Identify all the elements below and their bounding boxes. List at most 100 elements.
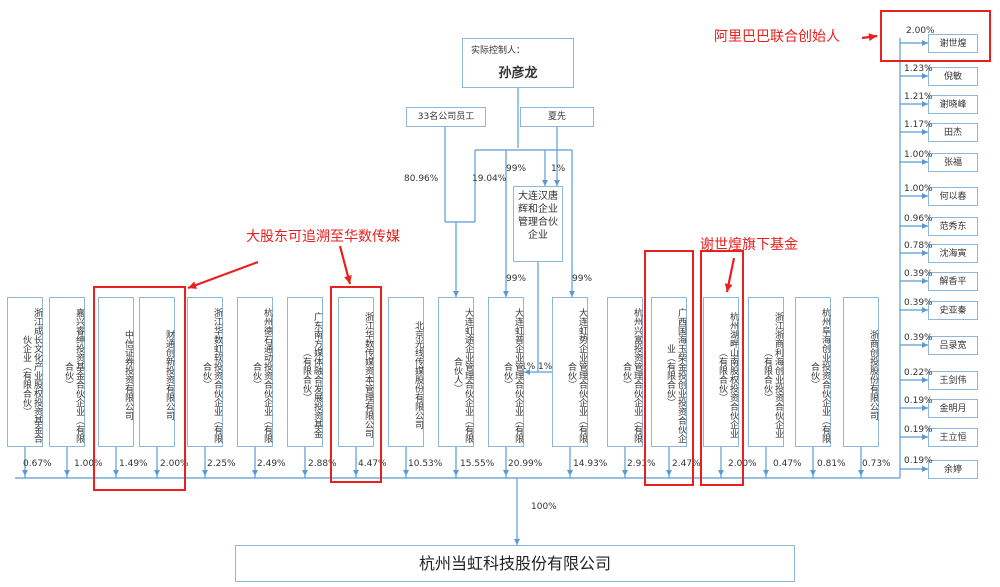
pct-person-13: 0.19% [904, 425, 933, 435]
entity-arrow-13 [666, 470, 672, 476]
person-arrow-7 [922, 250, 928, 256]
person-12: 金明月 [928, 399, 978, 418]
person-arrow-2 [922, 101, 928, 107]
red-pointer-xie-head [724, 283, 733, 292]
red-pointer-major-right-head [344, 275, 352, 284]
person-11: 王剑伟 [928, 371, 978, 390]
pct-gp-to-hongjun: 99% [572, 274, 593, 284]
hongpu-arrow [503, 291, 509, 297]
person-arrow-5 [922, 193, 928, 199]
pct-entity-4: 2.25% [207, 459, 236, 469]
person-arrow-4 [922, 159, 928, 165]
entity-arrow-10 [503, 470, 509, 476]
pct-person-12: 0.19% [904, 396, 933, 406]
person-0: 谢世煌 [928, 34, 978, 53]
entity-5: 杭州德石通动投资合伙企业（有限合伙） [237, 297, 273, 447]
pct-person-1: 1.23% [904, 64, 933, 74]
pct-entity-1: 1.00% [74, 459, 103, 469]
employees-box: 33名公司员工 [406, 107, 486, 127]
person-9: 史亚秦 [928, 301, 978, 320]
entity-arrow-8 [403, 470, 409, 476]
pct-ctrl-to-gp: 99% [506, 164, 527, 174]
pct-person-9: 0.39% [904, 298, 933, 308]
person-arrow-12 [922, 405, 928, 411]
pct-right-1: 1% [538, 362, 553, 372]
entity-arrow-15 [763, 470, 769, 476]
highlight-huashu [330, 286, 382, 483]
entity-7: 浙江华数传媒资本管理有限公司 [338, 297, 374, 447]
pct-person-11: 0.22% [904, 368, 933, 378]
entity-arrow-9 [453, 470, 459, 476]
pct-entity-6: 2.88% [308, 459, 337, 469]
person-14: 余婷 [928, 460, 978, 479]
annotation-xie-funds: 谢世煌旗下基金 [700, 237, 798, 253]
person-arrow-14 [922, 466, 928, 472]
entity-arrow-5 [252, 470, 258, 476]
entity-14: 杭州湖畔山南股权投资合伙企业（有限合伙） [703, 297, 739, 447]
pct-entity-7: 4.47% [358, 459, 387, 469]
gp-arrow-2 [554, 180, 560, 186]
entity-10: 大连虹普企业管理合伙企业（有限合伙） [488, 297, 524, 447]
pct-entity-0: 0.67% [23, 459, 52, 469]
person-3: 田杰 [928, 123, 978, 142]
pct-entity-17: 0.73% [862, 459, 891, 469]
pct-entity-13: 2.47% [672, 459, 701, 469]
annotation-major: 大股东可追溯至华数传媒 [246, 229, 400, 245]
person-arrow-8 [922, 278, 928, 284]
person-arrow-11 [922, 377, 928, 383]
pct-gp-to-hongpu: 99% [506, 274, 527, 284]
highlight-hupan [700, 250, 744, 486]
red-pointer-major-left [187, 260, 259, 290]
pct-xia-to-gp: 1% [551, 164, 566, 174]
person-arrow-9 [922, 307, 928, 313]
entity-arrow-16 [810, 470, 816, 476]
entity-arrow-14 [718, 470, 724, 476]
person-4: 张福 [928, 153, 978, 172]
pct-person-2: 1.21% [904, 92, 933, 102]
xiaxian-box: 夏先 [520, 107, 594, 127]
entity-arrow-3 [154, 470, 160, 476]
highlight-major-group [93, 286, 186, 491]
person-13: 王立恒 [928, 428, 978, 447]
pct-entity-9: 15.55% [460, 459, 495, 469]
pct-ctrl-to-dalian: 19.04% [472, 174, 507, 184]
red-pointer-major-left-head [188, 281, 197, 289]
entity-arrow-12 [622, 470, 628, 476]
entity-2: 中信证券投资有限公司 [98, 297, 134, 447]
person-10: 吕录宽 [928, 336, 978, 355]
person-arrow-10 [922, 342, 928, 348]
pct-entity-3: 2.00% [160, 459, 189, 469]
pct-person-5: 1.00% [904, 184, 933, 194]
entity-11: 大连虹势企业管理合伙企业（有限合伙） [552, 297, 588, 447]
person-1: 倪敏 [928, 67, 978, 86]
person-arrow-1 [922, 73, 928, 79]
entity-arrow-17 [858, 470, 864, 476]
pct-left-1: 1% [521, 362, 536, 372]
entity-arrow-7 [353, 470, 359, 476]
pct-person-8: 0.39% [904, 269, 933, 279]
pct-total: 100% [531, 502, 557, 512]
entity-arrow-2 [113, 470, 119, 476]
pct-entity-12: 2.91% [627, 459, 656, 469]
entity-9: 大连虹途企业管理合伙企业（有限合伙人） [438, 297, 474, 447]
entity-arrow-1 [64, 470, 70, 476]
person-arrow-3 [922, 129, 928, 135]
pct-entity-8: 10.53% [408, 459, 443, 469]
gp-box: 大连汉唐辉和企业管理合伙企业 [513, 186, 563, 262]
pct-person-3: 1.17% [904, 120, 933, 130]
company-box: 杭州当虹科技股份有限公司 [235, 545, 795, 582]
pct-person-4: 1.00% [904, 150, 933, 160]
pct-emp-to-dalian: 80.96% [404, 174, 439, 184]
person-arrow-6 [922, 223, 928, 229]
pct-entity-2: 1.49% [119, 459, 148, 469]
gp-arrow-1 [542, 180, 548, 186]
pct-entity-5: 2.49% [257, 459, 286, 469]
pct-person-14: 0.19% [904, 456, 933, 466]
pct-entity-11: 14.93% [573, 459, 608, 469]
entity-12: 杭州兴富投资管理合伙企业（有限合伙） [607, 297, 643, 447]
entity-arrow-6 [302, 470, 308, 476]
entity-15: 浙江浙商利海创业投资合伙企业（有限合伙） [748, 297, 784, 447]
pct-person-0: 2.00% [906, 26, 935, 36]
hongtu-arrow [453, 291, 459, 297]
